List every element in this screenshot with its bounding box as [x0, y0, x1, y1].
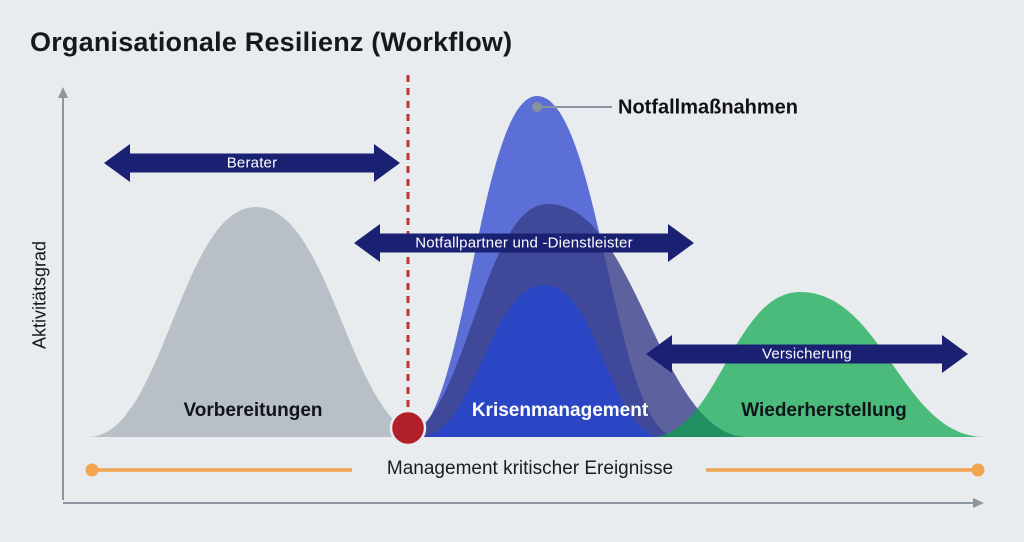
phase-label-crisis: Krisenmanagement	[471, 400, 649, 421]
y-axis-arrowhead-icon	[58, 87, 68, 98]
emergency-peak-label: Notfallmaßnahmen	[618, 96, 799, 119]
callout-dot	[532, 102, 542, 112]
y-axis-label: Aktivitätsgrad	[29, 240, 50, 350]
consultant-arrow-label: Berater	[226, 154, 278, 172]
phase-label-preparation: Vorbereitungen	[183, 400, 323, 421]
incident-dot	[389, 409, 427, 447]
preparation-hump	[88, 207, 428, 437]
x-axis-arrowhead-icon	[973, 498, 984, 508]
insurance-arrow-label: Versicherung	[762, 345, 852, 363]
crisis-hump	[419, 285, 663, 437]
timeline-dot-right	[971, 463, 985, 477]
recovery-hump	[650, 292, 985, 437]
timeline-dot-left	[85, 463, 99, 477]
partners-arrow-label: Notfallpartner und -Dienstleister	[415, 234, 633, 252]
phase-label-recovery: Wiederherstellung	[741, 400, 907, 421]
consultant-arrow	[104, 144, 400, 182]
timeline-label: Management kritischer Ereignisse	[386, 458, 674, 479]
page-title: Organisationale Resilienz (Workflow)	[30, 27, 513, 57]
partners-arrow	[354, 224, 694, 262]
insurance-arrow	[646, 335, 968, 373]
